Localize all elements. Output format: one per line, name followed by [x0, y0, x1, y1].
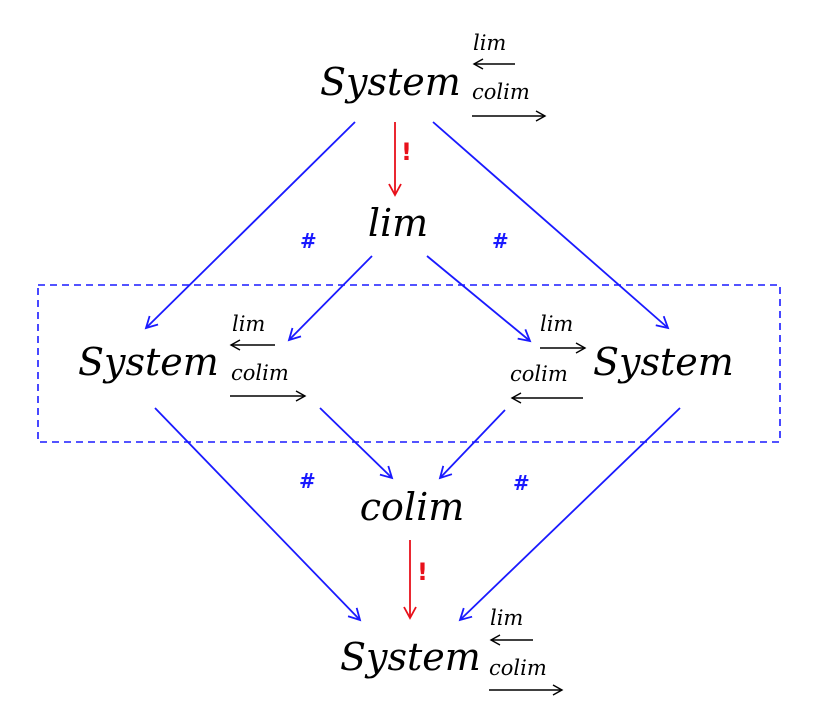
arrow-lim-to-right — [426, 255, 532, 343]
hash-mark: # — [513, 471, 530, 495]
right-colim-label: colim — [510, 362, 568, 386]
bottom-colim-label: colim — [489, 656, 547, 680]
right-lim-label: lim — [540, 312, 573, 336]
arrow-top-to-right — [432, 121, 670, 330]
hash-mark: # — [299, 469, 316, 493]
top-lim-label: lim — [473, 31, 506, 55]
unique-mark-bottom: ! — [417, 558, 428, 586]
arrow-lim-to-left — [287, 255, 373, 342]
bottom-lim-label: lim — [490, 606, 523, 630]
right-system-label: System — [593, 340, 734, 384]
lim-node: lim — [368, 201, 428, 245]
hash-mark: # — [300, 229, 317, 253]
left-system-label: System — [78, 340, 219, 384]
arrow-top-to-left — [144, 121, 356, 330]
arrow-left-to-bottom — [154, 407, 362, 622]
left-colim-label: colim — [231, 361, 289, 385]
top-colim-label: colim — [472, 80, 530, 104]
node-bottom-system: System lim colim — [340, 606, 564, 696]
arrow-left-to-colim — [319, 407, 394, 480]
bottom-system-label: System — [340, 635, 481, 679]
dashed-region — [37, 284, 781, 443]
hash-mark: # — [492, 229, 509, 253]
arrow-right-to-colim — [438, 409, 506, 480]
unique-mark-top: ! — [401, 138, 412, 166]
left-lim-label: lim — [232, 312, 265, 336]
node-left-system: System lim colim — [78, 312, 307, 402]
node-right-system: System lim colim — [510, 312, 734, 404]
node-top-system: System lim colim — [320, 31, 547, 122]
arrow-right-to-bottom — [458, 407, 681, 622]
colim-node: colim — [360, 485, 465, 529]
top-system-label: System — [320, 60, 461, 104]
